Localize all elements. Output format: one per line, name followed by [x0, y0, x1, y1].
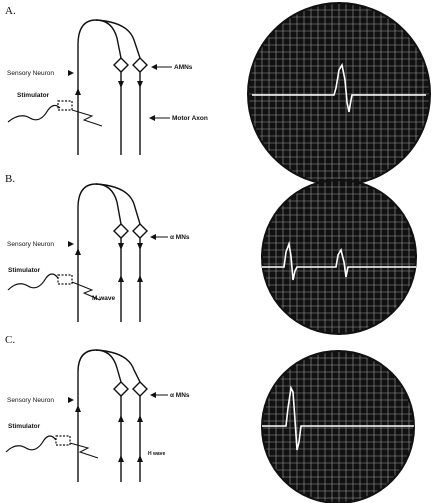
panel-a-direction-arrows: [75, 81, 143, 95]
label-stimulator: Stimulator: [17, 92, 50, 99]
panel-b-labels: Sensory Neuron Stimulator α MNs M wave: [7, 234, 190, 302]
shock-bolt-icon: [71, 109, 103, 127]
alpha-mn-2: [132, 381, 148, 397]
emg-trace: [262, 240, 416, 281]
label-neurons: α MNs: [170, 392, 190, 399]
panel-b: B. Sensory Neuron Stimulator α M: [5, 173, 417, 335]
panel-b-neurons: [77, 183, 148, 322]
shock-bolt-icon: [71, 281, 101, 301]
panel-a: A. Sensory Neuron Stimulator AMNs: [5, 2, 431, 186]
panel-b-stimulator: [7, 273, 101, 301]
alpha-mn-1: [113, 223, 129, 239]
alpha-mn-2: [132, 57, 148, 73]
emg-trace: [262, 385, 414, 451]
shock-bolt-icon: [69, 442, 99, 459]
alpha-mn-2: [132, 223, 148, 239]
panel-c-labels: Sensory Neuron Stimulator α MNs H wave: [7, 392, 190, 457]
panel-c-neurons: [77, 349, 148, 482]
panel-a-stimulator: [7, 100, 103, 127]
stimulator-wire: [7, 104, 61, 123]
label-neurons: α MNs: [170, 234, 190, 241]
label-stimulator: Stimulator: [8, 423, 41, 430]
stimulator-electrode: [55, 435, 71, 446]
emg-trace: [252, 62, 426, 113]
stimulator-wire: [7, 273, 59, 291]
panel-b-direction-arrows: [75, 243, 143, 282]
panel-c: C. Sensory Neuron Stimulator α M: [5, 334, 415, 503]
stimulator-wire: [5, 435, 57, 453]
stimulator-electrode: [57, 274, 73, 285]
alpha-mn-1: [113, 381, 129, 397]
panel-c-letter: C.: [5, 334, 15, 346]
label-sensory-neuron: Sensory Neuron: [7, 70, 54, 77]
panel-a-letter: A.: [5, 5, 16, 17]
panel-c-direction-arrows: [75, 405, 143, 462]
label-motor-axon: Motor Axon: [172, 115, 208, 122]
label-m-wave: M wave: [92, 295, 116, 302]
sensory-branch: [95, 19, 141, 59]
label-h-wave: H wave: [148, 451, 165, 457]
oscilloscope-c: [261, 350, 415, 503]
label-sensory-neuron: Sensory Neuron: [7, 241, 54, 248]
oscilloscope-screen: [262, 351, 414, 503]
panel-a-neurons: [77, 19, 148, 155]
stimulator-electrode: [57, 100, 73, 111]
panel-a-labels: Sensory Neuron Stimulator AMNs Motor Axo…: [7, 64, 208, 122]
label-neurons: AMNs: [174, 64, 193, 71]
label-sensory-neuron: Sensory Neuron: [7, 397, 54, 404]
label-stimulator: Stimulator: [8, 267, 41, 274]
panel-c-stimulator: [5, 435, 99, 459]
alpha-mn-1: [113, 57, 129, 73]
oscilloscope-a: [247, 2, 431, 186]
sensory-fiber: [77, 19, 122, 155]
panel-b-letter: B.: [5, 173, 15, 185]
oscilloscope-b: [261, 179, 417, 335]
sensory-fiber: [77, 349, 122, 482]
